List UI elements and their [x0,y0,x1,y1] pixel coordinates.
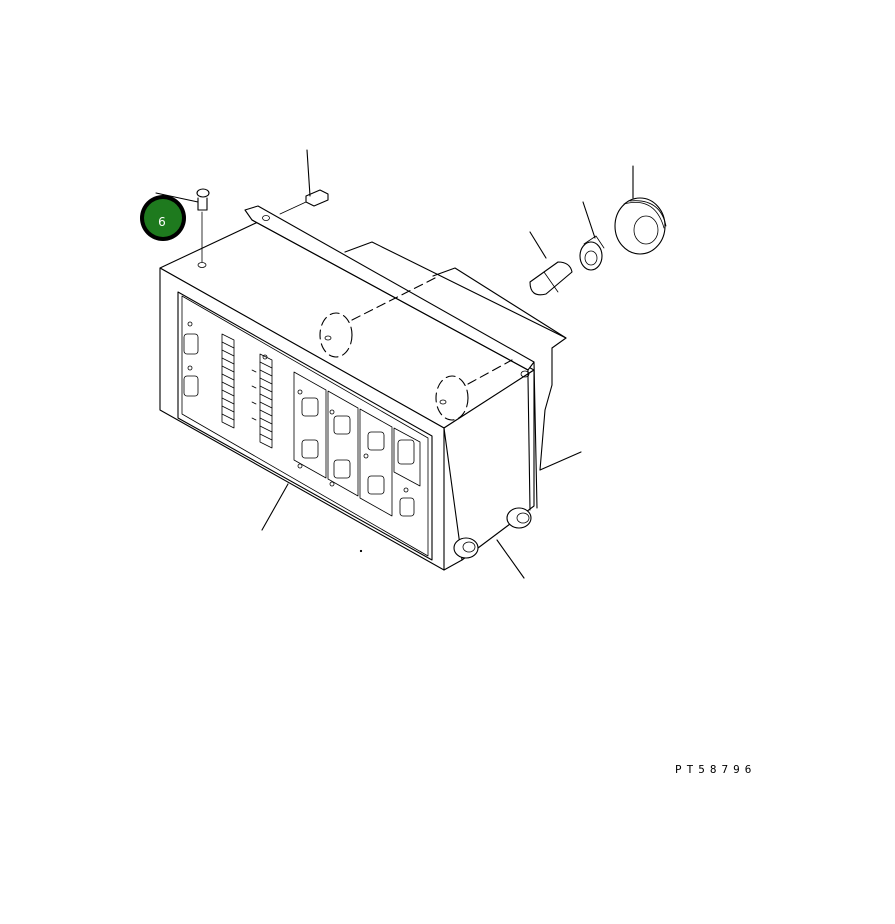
switch-module-3 [359,408,393,517]
switch-module-1 [293,371,327,479]
switch-module-4 [393,427,421,517]
leader-lines [155,149,634,579]
rear-housing [344,241,567,471]
bulb-socket [579,235,605,271]
leader-line [582,201,596,239]
connector-upper [506,507,532,529]
grommet [614,197,667,255]
callout-number: 6 [158,215,166,229]
leader-line [539,451,582,471]
monitor-panel-case [159,221,535,571]
mounting-bracket [244,205,538,511]
leader-line [496,539,525,579]
stray-dot [359,549,363,553]
callout-badge: 6 [140,195,186,241]
mounting-screw [196,188,210,268]
drawing-number: PT58796 [675,763,757,776]
leader-line [261,483,289,531]
leader-line [306,149,311,197]
bar-gauge-left [221,333,235,429]
connector-lower [453,537,479,559]
leader-line [529,231,547,259]
switch-module-2 [327,390,359,497]
leader-line [155,192,199,203]
indicator-bulb [529,261,573,296]
bar-gauge-right [251,353,273,449]
indicator-window [183,375,199,397]
front-panel-face [177,291,433,561]
hidden-mounting-holes [319,277,513,421]
indicator-window [183,333,199,355]
bracket-bolt [279,189,329,215]
